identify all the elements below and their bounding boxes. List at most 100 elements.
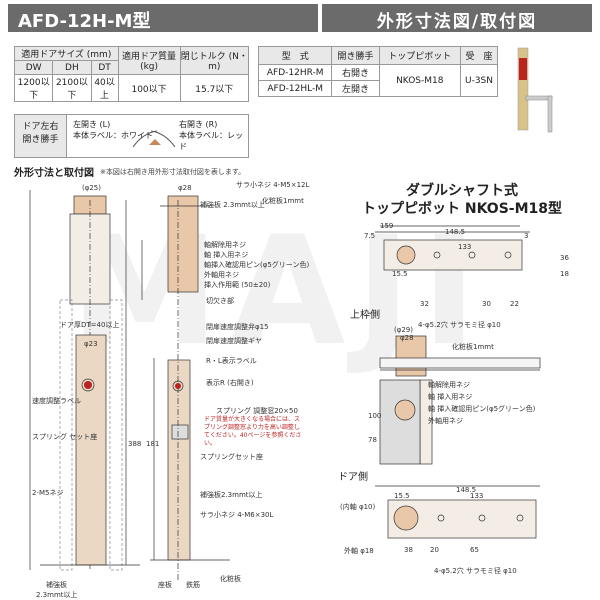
dim-label: 133 [470,492,484,500]
insert-range-label: 挿入作用範 (50±20) [204,281,271,289]
model-header: 受 座 [460,46,498,65]
hole-label-1: 4-φ5.2穴 サラモミ径 φ10 [418,321,501,329]
spec-cell: 2100以下 [52,74,92,102]
dim-label: (φ25) [82,184,101,192]
door-side-label: ドア側 [338,472,368,483]
right-open-2: 本体ラベル：レッド [179,131,243,151]
left-open-2: 本体ラベル：ホワイト [73,131,153,140]
dim-label: 20 [430,546,439,554]
release-screw-label: 軸解除用ネジ [428,381,470,389]
sara-label: サラ小ネジ 4-M5×12L [236,181,310,189]
anchor-label: 鉄筋 [186,581,200,589]
dim-label: 36 [560,254,569,262]
door-direction-label: ドア左右 開き勝手 [15,115,67,157]
model-pivot: NKOS-M18 [378,64,462,97]
dim-label: 65 [470,546,479,554]
dim-label: 30 [482,300,491,308]
dim-label: 22 [510,300,519,308]
latch-speed-label: 閉扉速度調整ギヤ [206,337,262,345]
dim-label: 148.5 [445,228,466,236]
dim-label: 388 [128,440,142,448]
r-disp-label: 表示R (右開き) [206,379,254,387]
dim-label: 159 [380,222,394,230]
dim-label: 15.5 [394,492,410,500]
dim-label: 3 [524,232,529,240]
dim-label: 100 [368,412,382,420]
left-open-text: 左開き (L) 本体ラベル：ホワイト [73,119,153,141]
page-title: AFD-12H-M型 [8,4,318,32]
table-row: AFD-12HR-M 右開き NKOS-M18 U-3SN [257,64,498,97]
dim-label: 7.5 [364,232,376,240]
dim-label: 32 [420,300,429,308]
spring-seat-label: スプリング セット座 [32,433,98,441]
confirm-pin-label: 軸 挿入確認用ピン(φ5グリーン色) [428,405,536,413]
door-swing-icon [132,130,176,148]
dim-label: 15.5 [392,270,408,278]
hole-label-2: 4-φ5.2穴 サラモミ径 φ10 [434,567,517,575]
insert-screw-label: 軸 挿入用ネジ [428,393,473,401]
pivot-title: ダブルシャフト式 トップピボット NKOS-M18型 [352,182,572,218]
sara2-label: サラ小ネジ 4-M6×30L [200,511,274,519]
model-cell: 左開き [331,80,380,97]
dim-label: 181 [146,440,160,448]
header: AFD-12H-M型 外形寸法図/取付図 [0,0,600,36]
cover-t-label: 2.3mmt以上 [36,591,78,599]
dim-label: 133 [458,243,472,251]
cosmetic-label: 化粧板1mmt [262,197,304,205]
reinforce2-label: 補強板2.3mmt以上 [200,491,263,499]
dim-label: 78 [368,436,377,444]
model-seat: U-3SN [460,64,498,97]
outer-dia-label: 外軸 φ18 [344,547,374,555]
door-dir-label-1: ドア左右 [22,122,59,132]
reinforce-label: 補強板 2.3mmt以上 [200,201,265,209]
upper-frame-label: 上枠側 [350,310,380,321]
m5-label: 2-M5ネジ [32,489,64,497]
door-dt-label: ドア厚DT=40以上 [60,321,120,329]
spec-cell: 15.7以下 [179,74,250,102]
dim-label: φ28 [400,334,414,342]
dims-section-title: 外形寸法と取付図 [14,168,94,179]
door-dir-label-2: 開き勝手 [22,135,59,145]
table-row: 1200以下 2100以下 40以上 100以下 15.7以下 [13,74,250,102]
right-open-text: 右開き (R) 本体ラベル：レッド [179,119,248,152]
cover-plate-label: 補強板 [46,581,67,589]
dim-label: (φ29) [394,326,413,334]
close-speed-label: 閉扉速度調整弁φ15 [206,323,269,331]
confirm-label: 軸挿入確認用ピン(φ5グリーン色) [204,261,310,269]
model-header: トップピボット [378,46,462,65]
dim-label: φ23 [84,340,98,348]
model-cell: AFD-12HL-M [257,80,333,97]
door-direction-box: ドア左右 開き勝手 左開き (L) 本体ラベル：ホワイト 右開き (R) 本体ラ… [14,114,249,158]
spring-seat2-label: スプリングセット座 [200,453,263,461]
spec-sub-dw: DW [13,60,54,75]
dim-label: 38 [404,546,413,554]
spec-cell: 40以上 [90,74,119,102]
right-open-1: 右開き (R) [179,120,218,129]
insert-scr-label: 軸 挿入用ネジ [204,251,249,259]
spring-adj-label: スプリング 調整窓20×50 [216,407,298,415]
outer-scr-label: 外軸用ネジ [204,271,239,279]
cut-pos-label: 切欠き部 [206,297,234,305]
warning-text: ドア質量が大きくなる場合には、スプリング調整窓より力を高い調整してください。40… [204,416,302,447]
pivot-title-2: トップピボット NKOS-M18型 [361,201,563,217]
spec-header-size: 適用ドアサイズ (mm) [14,46,119,61]
axis-screw-label: 軸解除用ネジ [204,241,246,249]
spacer-label: 化粧板1mmt [452,343,494,351]
outer-shaft-label: 外軸用ネジ [428,417,463,425]
left-open-1: 左開き (L) [73,120,111,129]
adjust-label: 速度調整ラベル [32,397,81,405]
rl-label: R・L表示ラベル [206,357,257,365]
dim-label: 18 [560,270,569,278]
model-table: 型 式 開き勝手 トップピボット 受 座 AFD-12HR-M 右開き NKOS… [257,46,498,97]
spec-cell: 100以下 [117,74,181,102]
dim-label: 148.5 [456,486,477,494]
dim-label: φ28 [178,184,192,192]
floor-plate-label: 化粧板 [220,575,241,583]
table-row: AFD-12HL-M 左開き [257,80,498,97]
inner-shaft-label: (内軸 φ10) [340,503,376,511]
dims-note: ※本図は右開き用外形寸法取付図を表します。 [100,168,246,176]
spec-table: 適用ドアサイズ (mm) 適用ドア質量(kg) 閉じトルク (N・m) DW D… [13,46,250,102]
base-label: 座板 [158,581,172,589]
